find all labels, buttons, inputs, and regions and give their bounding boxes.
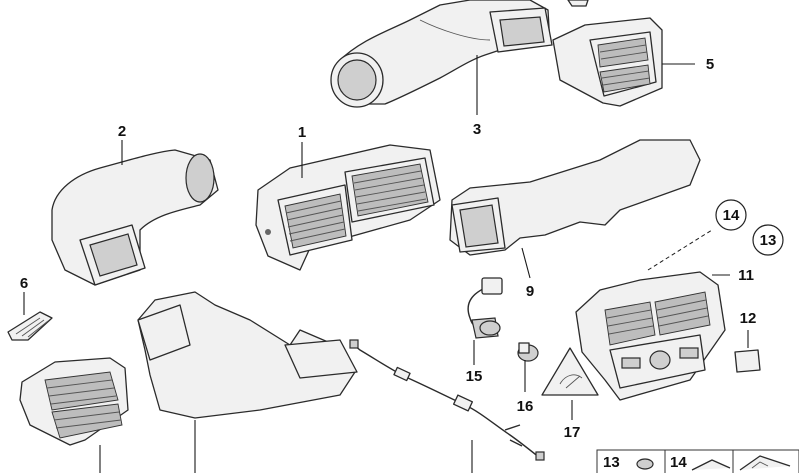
part-3-air-duct xyxy=(330,0,553,108)
part-6-clip xyxy=(7,311,53,341)
legend-13: 13 xyxy=(596,449,666,473)
label-1: 1 xyxy=(298,124,306,141)
circle-14 xyxy=(715,199,747,231)
label-11: 11 xyxy=(738,267,754,284)
part-16-sensor xyxy=(517,342,539,362)
label-13: 13 xyxy=(760,232,777,249)
part-12-pad xyxy=(734,349,761,373)
label-2: 2 xyxy=(118,123,126,140)
part-15-sensor-connector xyxy=(467,277,503,339)
part-11-console-vent xyxy=(575,271,726,401)
legend-13-label: 13 xyxy=(603,454,620,471)
circle-13 xyxy=(752,224,784,256)
label-15: 15 xyxy=(466,368,483,385)
part-17-warning-sign xyxy=(541,347,599,396)
part-1-center-vent xyxy=(255,144,441,271)
legend-14: 14 xyxy=(664,449,734,473)
part-partial-top-right xyxy=(567,0,589,7)
label-5: 5 xyxy=(706,56,714,73)
label-6: 6 xyxy=(20,275,28,292)
part-9-side-duct xyxy=(449,139,701,256)
legend-warning xyxy=(732,449,799,473)
part-labels: 1 2 3 5 6 9 11 12 15 16 17 14 13 xyxy=(20,56,784,441)
part-5-rear-vent xyxy=(552,17,663,107)
label-9: 9 xyxy=(526,283,534,300)
label-12: 12 xyxy=(740,310,757,327)
label-3: 3 xyxy=(473,121,481,138)
part-lower-duct xyxy=(137,291,358,419)
leader-lines xyxy=(23,55,749,473)
label-17: 17 xyxy=(564,424,581,441)
part-2-curved-duct xyxy=(51,149,219,286)
label-14: 14 xyxy=(723,207,740,224)
legend-14-label: 14 xyxy=(670,454,687,471)
part-lower-left-vent xyxy=(19,357,129,446)
label-16: 16 xyxy=(517,398,534,415)
cable-assembly xyxy=(349,339,545,461)
